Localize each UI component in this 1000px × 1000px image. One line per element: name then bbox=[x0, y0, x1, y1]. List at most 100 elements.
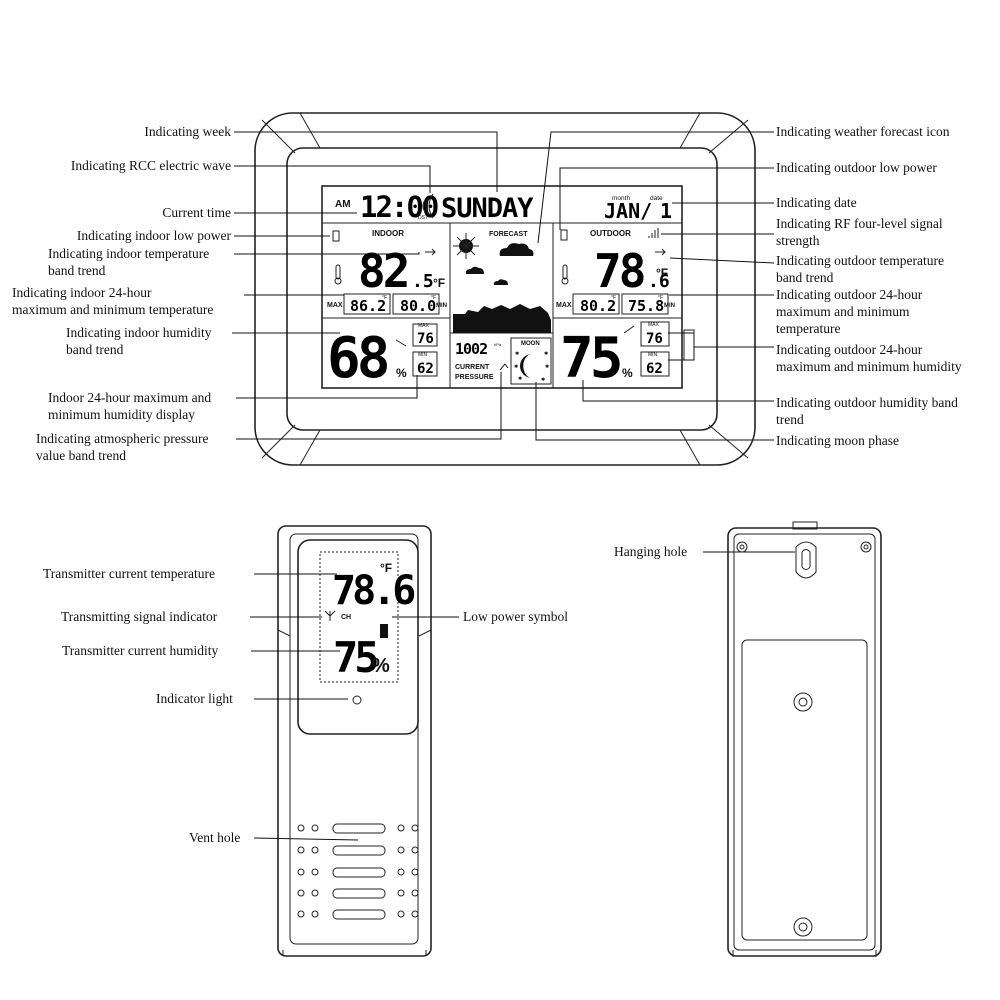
transmitter-front: 78.6 °F CH 75 % bbox=[277, 525, 432, 957]
left-callouts: Indicating week Indicating RCC electric … bbox=[12, 124, 232, 463]
transmitter-screen-bezel bbox=[297, 539, 419, 735]
callout-outdoor-24h-hum-line1: Indicating outdoor 24-hour bbox=[776, 342, 923, 357]
tx-lcd-temp: 78.6 bbox=[332, 568, 414, 614]
callout-indoor-24h-hum-line2: minimum humidity display bbox=[48, 407, 195, 422]
outdoor-max-temp-box bbox=[572, 293, 620, 315]
battery-cover bbox=[741, 639, 868, 941]
indoor-hum-min-box bbox=[412, 351, 438, 377]
star-icons: ✱ ✱ ✱ ✱ ✱ ✱ bbox=[514, 351, 550, 383]
callout-tx-temp: Transmitter current temperature bbox=[43, 566, 215, 581]
moon-box bbox=[510, 337, 552, 385]
lcd-indoor-hum-max: 76 bbox=[417, 331, 434, 347]
tx-lcd-percent: % bbox=[372, 655, 390, 677]
callout-indoor-hum-trend-line2: band trend bbox=[66, 342, 124, 357]
callout-indoor-24h-temp-line1: Indicating indoor 24-hour bbox=[12, 285, 152, 300]
outdoor-thermometer-icon bbox=[561, 264, 569, 285]
lcd-month-label: month bbox=[612, 195, 630, 202]
lcd-pressure-unit: hPa bbox=[494, 342, 502, 347]
lcd-panel bbox=[321, 185, 683, 389]
lcd-outdoor-min-unit: °F bbox=[658, 295, 663, 301]
lcd-outdoor-hum-min-label: MIN bbox=[648, 352, 658, 358]
lcd-outdoor-percent: % bbox=[622, 366, 633, 380]
lcd-indoor-hum-min-label: MIN bbox=[418, 352, 428, 358]
lcd-indoor-max-label: MAX bbox=[327, 302, 343, 309]
lcd-indoor-max-temp: 86.2 bbox=[350, 297, 386, 315]
indoor-battery-icon bbox=[332, 230, 340, 242]
lcd-outdoor-min-label: MIN bbox=[664, 303, 675, 309]
moon-phase-icon bbox=[520, 354, 532, 378]
lcd-indoor-temp-decimal: .5 bbox=[412, 271, 434, 292]
pressure-graph-icon bbox=[453, 304, 551, 333]
leader-lines bbox=[232, 131, 775, 441]
outdoor-temp-trend-arrow-icon bbox=[655, 248, 667, 256]
callout-outdoor-24h-temp-line1: Indicating outdoor 24-hour bbox=[776, 287, 923, 302]
lcd-indoor-label: INDOOR bbox=[372, 229, 404, 238]
callout-rf-signal-line2: strength bbox=[776, 233, 820, 248]
lcd-dst: DST bbox=[418, 215, 428, 221]
indoor-humidity-trend-arrow-icon bbox=[395, 339, 407, 347]
tx-battery-icon bbox=[380, 624, 388, 638]
lcd-indoor-percent: % bbox=[396, 366, 407, 380]
hanging-hole bbox=[795, 541, 817, 579]
svg-text:✱: ✱ bbox=[518, 376, 523, 382]
lcd-current-label: CURRENT bbox=[455, 364, 490, 371]
screw-icon bbox=[860, 541, 872, 553]
callout-indoor-temp-trend-line1: Indicating indoor temperature bbox=[48, 246, 209, 261]
lcd-outdoor-hum-max: 76 bbox=[646, 331, 663, 347]
transmitter-back bbox=[727, 521, 882, 957]
callout-forecast-icon: Indicating weather forecast icon bbox=[776, 124, 950, 139]
lcd-indoor-hum-max-label: MAX bbox=[418, 323, 430, 329]
callout-moon-phase: Indicating moon phase bbox=[776, 433, 899, 448]
lcd-outdoor-humidity: 75 bbox=[560, 326, 620, 391]
outdoor-battery-icon bbox=[560, 229, 568, 241]
lcd-indoor-temp: 82 bbox=[358, 244, 407, 298]
indicator-light bbox=[352, 695, 362, 705]
station-inner-bezel bbox=[286, 147, 718, 431]
callout-pressure-trend-line2: value band trend bbox=[36, 448, 126, 463]
screw-icon bbox=[736, 541, 748, 553]
outdoor-humidity-trend-arrow-icon bbox=[623, 325, 635, 334]
callout-vent: Vent hole bbox=[189, 830, 240, 845]
lcd-month: JAN/ bbox=[604, 199, 652, 223]
lcd-pressure-label: PRESSURE bbox=[455, 374, 494, 381]
lcd-outdoor-hum-max-label: MAX bbox=[648, 322, 660, 328]
screw-icon bbox=[793, 917, 813, 937]
indoor-max-temp-box bbox=[343, 293, 391, 315]
vent-holes bbox=[297, 823, 419, 920]
tx-antenna-icon bbox=[324, 610, 336, 621]
lcd-indoor-unit: °F bbox=[433, 276, 445, 290]
callout-tx-light: Indicator light bbox=[156, 691, 233, 706]
lcd-weekday: SUNDAY bbox=[441, 193, 534, 224]
lcd-day: 1 bbox=[660, 199, 672, 223]
callout-rcc: Indicating RCC electric wave bbox=[71, 158, 231, 173]
back-panel bbox=[733, 533, 876, 951]
lcd-outdoor-temp-decimal: .6 bbox=[648, 271, 670, 292]
callout-tx-signal: Transmitting signal indicator bbox=[61, 609, 218, 624]
callout-tx-low-power: Low power symbol bbox=[463, 609, 568, 624]
lcd-outdoor-unit: °F bbox=[656, 266, 668, 280]
lcd-pressure-value: 1002 bbox=[455, 340, 487, 358]
lcd-outdoor-temp: 78 bbox=[594, 244, 644, 298]
callout-tx-hum: Transmitter current humidity bbox=[62, 643, 218, 658]
outdoor-min-temp-box bbox=[621, 293, 669, 315]
top-tab bbox=[792, 521, 818, 530]
small-cloud-icon bbox=[465, 266, 484, 274]
outdoor-hum-max-box bbox=[640, 321, 670, 347]
tx-lcd-unit: °F bbox=[380, 561, 392, 575]
indoor-temp-trend-arrow-icon bbox=[425, 248, 437, 256]
station-outer-case bbox=[254, 112, 756, 466]
callout-indoor-low-power: Indicating indoor low power bbox=[77, 228, 232, 243]
callout-indoor-24h-hum-line1: Indoor 24-hour maximum and bbox=[48, 390, 211, 405]
svg-text:✱: ✱ bbox=[544, 351, 549, 357]
callout-hanging: Hanging hole bbox=[614, 544, 687, 559]
lcd-outdoor-min-temp: 75.8 bbox=[628, 297, 664, 315]
transmitter-front-panel bbox=[289, 533, 419, 945]
back-case bbox=[727, 527, 882, 957]
callout-outdoor-temp-trend-line1: Indicating outdoor temperature bbox=[776, 253, 944, 268]
screw-icon bbox=[793, 692, 813, 712]
callout-outdoor-temp-trend-line2: band trend bbox=[776, 270, 834, 285]
sun-icon bbox=[453, 233, 479, 259]
callout-date: Indicating date bbox=[776, 195, 857, 210]
lcd-indoor-max-unit: °F bbox=[382, 295, 387, 301]
